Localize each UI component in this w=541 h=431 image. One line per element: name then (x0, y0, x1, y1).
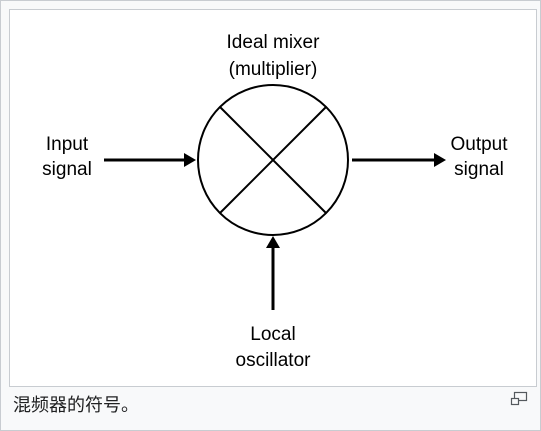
output-arrow (352, 153, 446, 167)
figure-caption: 混频器的符号。 (13, 395, 139, 416)
lo-label-line1: Local (250, 324, 295, 345)
mixer-diagram: Ideal mixer (multiplier) Input signal Ou… (42, 32, 508, 371)
lo-label-line2: oscillator (236, 350, 312, 371)
lo-arrow (266, 236, 280, 310)
input-label-line1: Input (46, 134, 89, 155)
input-arrow (104, 153, 196, 167)
mixer-label-line2: (multiplier) (229, 59, 318, 80)
output-label-line1: Output (450, 134, 508, 155)
input-label-line2: signal (42, 159, 92, 180)
mixer-diagram-image[interactable]: Ideal mixer (multiplier) Input signal Ou… (9, 9, 537, 387)
enlarge-icon[interactable] (510, 391, 528, 407)
mixer-label-line1: Ideal mixer (227, 32, 321, 53)
output-label-line2: signal (454, 159, 504, 180)
enlarge-icon-graphic (510, 391, 528, 406)
mixer-symbol (197, 84, 349, 236)
